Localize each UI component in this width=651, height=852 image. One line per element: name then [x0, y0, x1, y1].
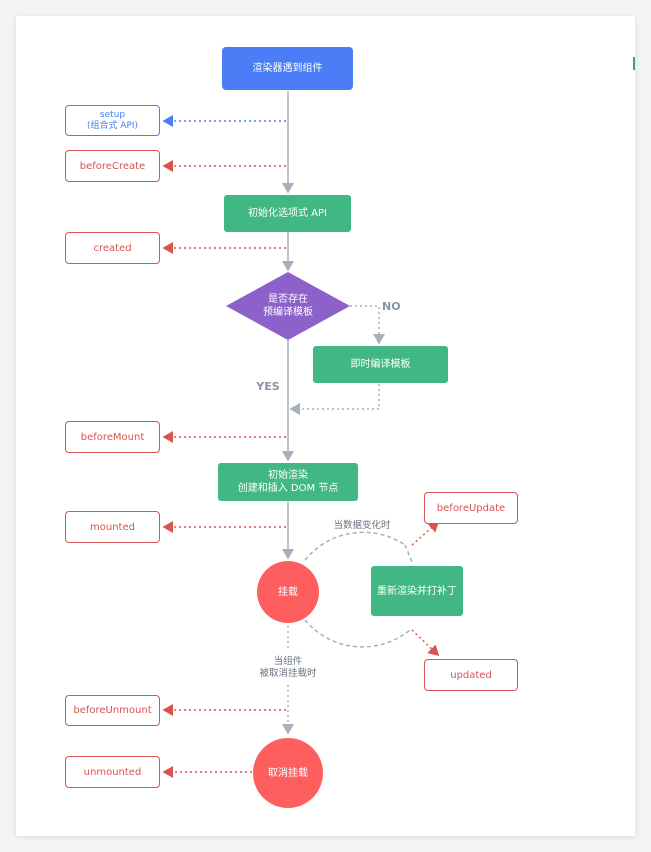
- hook-arrow-before-update: [411, 521, 440, 546]
- flow-no-branch: [350, 305, 385, 345]
- update-loop-lower: [304, 619, 411, 648]
- yes-label: YES: [256, 380, 280, 393]
- unmounted-hook: unmounted: [65, 756, 160, 788]
- before-unmount-hook: beforeUnmount: [65, 695, 160, 726]
- rerender-node: 重新渲染并打补丁: [371, 566, 463, 616]
- update-loop-right: [404, 544, 413, 563]
- no-label: NO: [382, 300, 401, 313]
- flow-jit-return: [289, 384, 380, 415]
- data-change-label: 当数据变化时: [333, 520, 391, 531]
- mounted-state-circle: 挂载: [257, 561, 319, 623]
- setup-hook: setup (组合式 API): [65, 105, 160, 136]
- decision-label: 是否存在 预编译模板: [263, 294, 313, 318]
- decision-diamond: [226, 272, 350, 340]
- update-loop-upper: [304, 531, 406, 561]
- unmount-state-circle: 取消挂载: [253, 738, 323, 808]
- created-hook: created: [65, 232, 160, 264]
- active-marker: [633, 57, 635, 70]
- initial-render-node: 初始渲染 创建和插入 DOM 节点: [218, 463, 358, 501]
- unmount-condition-label: 当组件 被取消挂载时: [259, 656, 317, 679]
- hook-arrow-updated: [411, 629, 440, 657]
- renderer-node: 渲染器遇到组件: [222, 47, 353, 90]
- before-update-hook: beforeUpdate: [424, 492, 518, 524]
- init-options-node: 初始化选项式 API: [224, 195, 351, 232]
- before-mount-hook: beforeMount: [65, 421, 160, 453]
- mounted-hook: mounted: [65, 511, 160, 543]
- jit-compile-node: 即时编译模板: [313, 346, 448, 383]
- before-create-hook: beforeCreate: [65, 150, 160, 182]
- updated-hook: updated: [424, 659, 518, 691]
